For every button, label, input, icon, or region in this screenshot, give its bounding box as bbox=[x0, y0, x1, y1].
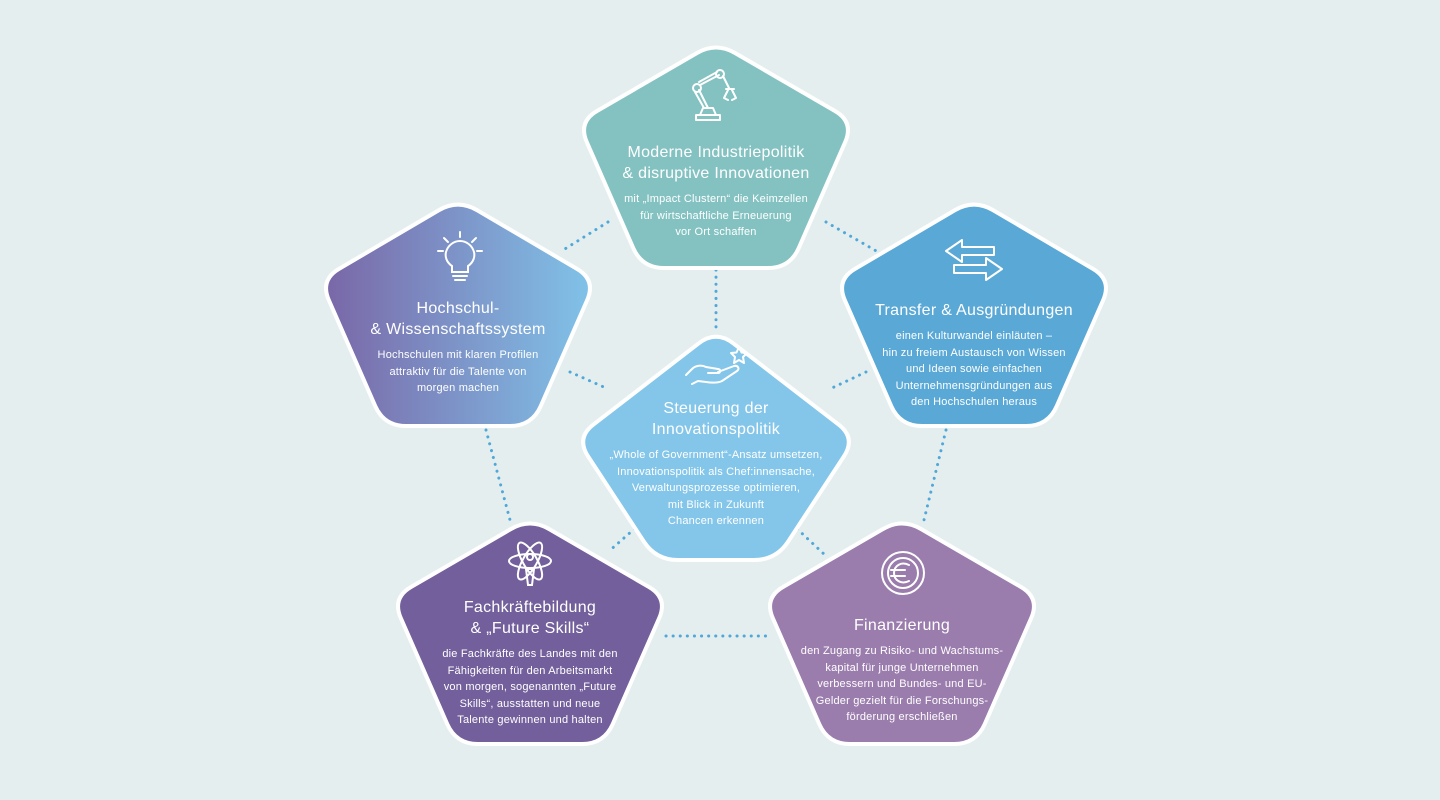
node-title: Transfer & Ausgründungen bbox=[875, 302, 1073, 319]
connector-line bbox=[922, 428, 948, 522]
node-title: Steuerung der Innovationspolitik bbox=[651, 400, 781, 438]
node-title: Fachkräftebildung & „Future Skills“ bbox=[463, 599, 597, 637]
node-description: Hochschulen mit klaren Profilen attrakti… bbox=[377, 349, 539, 394]
connector-line bbox=[558, 220, 610, 254]
hand-star-icon bbox=[684, 345, 750, 389]
node-fachkraefte: Fachkräftebildung & „Future Skills“ die … bbox=[400, 597, 660, 729]
pentagon-hochschul bbox=[324, 202, 592, 428]
node-finanzierung: Finanzierung den Zugang zu Risiko- und W… bbox=[772, 615, 1032, 726]
node-steuerung: Steuerung der Innovationspolitik „Whole … bbox=[570, 398, 862, 530]
pentagon-steuerung bbox=[581, 334, 851, 562]
node-title: Hochschul- & Wissenschaftssystem bbox=[370, 300, 546, 338]
pentagon-transfer bbox=[840, 202, 1108, 428]
connector-line bbox=[568, 370, 608, 390]
pentagon-shapes bbox=[324, 45, 1108, 746]
pentagon-fachkraefte bbox=[396, 521, 664, 746]
robot-arm-icon bbox=[686, 66, 746, 126]
node-hochschul: Hochschul- & Wissenschaftssystem Hochsch… bbox=[328, 298, 588, 397]
node-description: den Zugang zu Risiko- und Wachstums- kap… bbox=[800, 645, 1004, 723]
atom-person-icon bbox=[506, 539, 554, 589]
node-title: Finanzierung bbox=[853, 617, 951, 634]
connector-line bbox=[824, 220, 880, 254]
pentagon-finanzierung bbox=[768, 521, 1036, 746]
node-description: „Whole of Government“-Ansatz umsetzen, I… bbox=[609, 449, 823, 527]
node-transfer: Transfer & Ausgründungen einen Kulturwan… bbox=[844, 300, 1104, 411]
node-description: mit „Impact Clustern“ die Keimzellen für… bbox=[624, 193, 808, 238]
lightbulb-icon bbox=[436, 229, 484, 283]
pentagon-industriepolitik bbox=[582, 45, 850, 270]
node-description: einen Kulturwandel einläuten – hin zu fr… bbox=[882, 330, 1066, 408]
node-description: die Fachkräfte des Landes mit den Fähigk… bbox=[442, 648, 618, 726]
exchange-arrows-icon bbox=[944, 237, 1004, 283]
euro-coin-icon bbox=[879, 549, 927, 597]
connector-line bbox=[484, 428, 512, 522]
connector-line bbox=[830, 370, 868, 390]
node-industriepolitik: Moderne Industriepolitik & disruptive In… bbox=[586, 142, 846, 241]
node-title: Moderne Industriepolitik & disruptive In… bbox=[622, 144, 810, 182]
